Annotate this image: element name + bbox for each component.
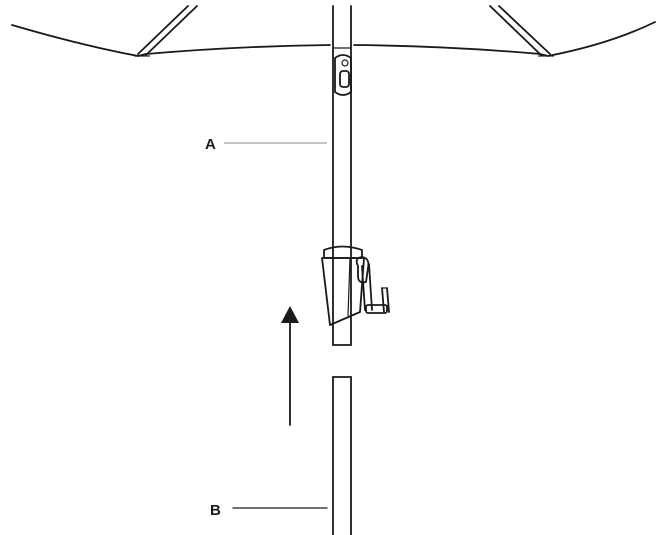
rib-left xyxy=(134,5,198,57)
canopy-edge-left xyxy=(11,24,331,57)
label-a: A xyxy=(205,136,216,153)
label-b: B xyxy=(210,502,221,519)
rib-right xyxy=(489,5,554,57)
crank-handle-icon xyxy=(355,256,390,314)
lower-pole xyxy=(332,376,352,535)
push-button-icon xyxy=(334,54,352,96)
canopy-edge-right xyxy=(353,21,656,57)
arrow-up-icon xyxy=(281,306,299,426)
